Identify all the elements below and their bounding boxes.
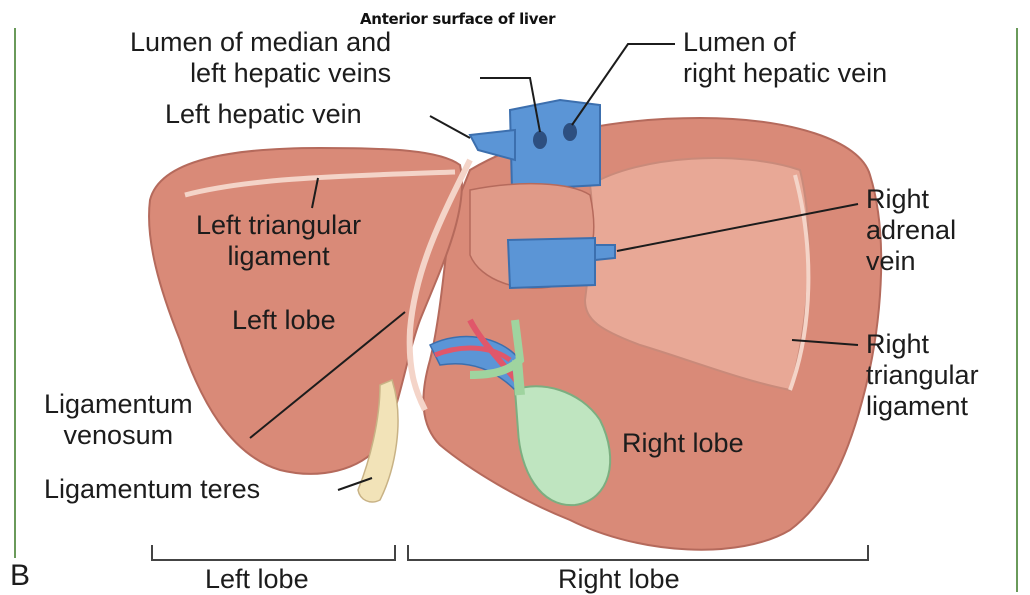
label-left-lobe-inner: Left lobe [232, 305, 336, 336]
right-lobe-bracket [408, 545, 868, 560]
label-line: Left triangular [196, 210, 361, 241]
label-right-lobe-bracket: Right lobe [558, 564, 680, 595]
figure-title: Anterior surface of liver [360, 10, 555, 28]
label-ligamentum-teres: Ligamentum teres [44, 474, 260, 505]
label-right-triangular: Right triangular ligament [866, 329, 979, 422]
label-line: venosum [44, 420, 193, 451]
label-left-triangular: Left triangular ligament [196, 210, 361, 272]
label-line: vein [866, 246, 956, 277]
inferior-vena-cava-upper [510, 100, 600, 190]
left-hepatic-vein-stub [470, 130, 515, 160]
label-lumen-median-left: Lumen of median and left hepatic veins [130, 27, 391, 89]
label-left-hepatic-vein: Left hepatic vein [165, 99, 362, 130]
label-ligamentum-venosum: Ligamentum venosum [44, 389, 193, 451]
label-right-lobe-inner: Right lobe [622, 428, 744, 459]
label-line: ligament [866, 391, 979, 422]
label-line: Lumen of median and [130, 27, 391, 58]
right-adrenal-vein-stub [595, 245, 615, 260]
label-line: triangular [866, 360, 979, 391]
leader-left-hepatic-vein [430, 116, 470, 138]
label-left-lobe-bracket: Left lobe [205, 564, 309, 595]
left-lobe-bracket [152, 545, 395, 560]
label-right-adrenal: Right adrenal vein [866, 184, 956, 277]
lumen-median-left [533, 131, 547, 149]
inferior-vena-cava-lower [508, 238, 595, 288]
label-line: Ligamentum [44, 389, 193, 420]
label-line: left hepatic veins [130, 58, 391, 89]
label-line: Right [866, 184, 956, 215]
cystic-duct [517, 360, 520, 395]
label-line: Lumen of [683, 27, 887, 58]
label-line: right hepatic vein [683, 58, 887, 89]
label-lumen-right: Lumen of right hepatic vein [683, 27, 887, 89]
label-line: Right [866, 329, 979, 360]
panel-letter: B [10, 560, 30, 591]
label-line: adrenal [866, 215, 956, 246]
label-line: ligament [196, 241, 361, 272]
lumen-right [563, 123, 577, 141]
